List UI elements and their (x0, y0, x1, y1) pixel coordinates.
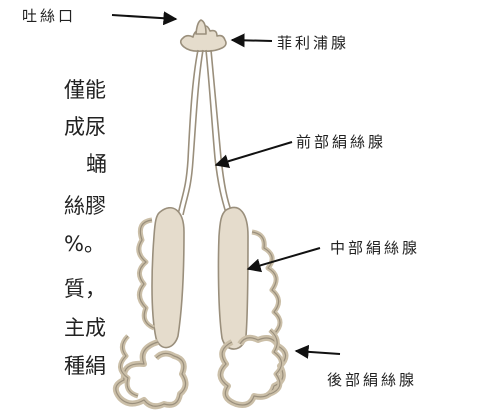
right-anterior-duct (206, 50, 226, 213)
silk-gland-illustration (116, 20, 286, 406)
arrow-posterior-silk-gland (296, 351, 340, 354)
arrow-filippi-gland (232, 40, 272, 41)
left-anterior-duct-outline (183, 50, 203, 215)
spinneret-shape (181, 20, 226, 51)
label-filippi-gland: 菲利浦腺 (277, 32, 349, 53)
label-spinneret: 吐絲口 (22, 5, 76, 26)
arrow-anterior-silk-gland (216, 142, 292, 165)
arrow-middle-silk-gland (248, 248, 320, 269)
label-middle-silk-gland: 中部絹絲腺 (330, 237, 420, 258)
right-middle-silk-gland (218, 208, 248, 350)
arrow-spinneret (112, 15, 176, 19)
left-middle-silk-gland (152, 208, 184, 348)
right-anterior-duct-outline (211, 50, 232, 213)
label-anterior-silk-gland: 前部絹絲腺 (296, 131, 386, 152)
label-posterior-silk-gland: 後部絹絲腺 (327, 369, 417, 390)
